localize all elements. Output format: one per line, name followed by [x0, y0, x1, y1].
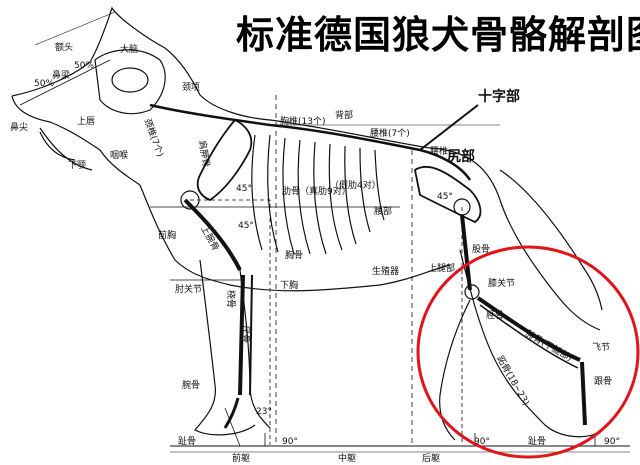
highlight-circle	[416, 245, 640, 459]
label-butt: 尻部	[447, 149, 475, 165]
label-front-body: 前躯	[232, 454, 251, 464]
label-angle-45a: 45°	[236, 184, 252, 194]
label-angle-23: 23°	[256, 407, 272, 417]
label-chest-bone: 胸骨	[285, 251, 304, 261]
label-cross: 十字部	[478, 89, 520, 105]
label-neck-top: 颈项	[182, 83, 201, 93]
label-forehead-pct: 50%	[34, 79, 55, 89]
label-elbow: 肘关节	[175, 285, 203, 295]
label-true-rib: 肋骨（真肋9对）	[282, 187, 351, 197]
label-lower-chest: 下胸	[280, 281, 299, 291]
label-lower-jaw: 下颚	[68, 161, 87, 171]
label-angle-90a: 90°	[282, 437, 298, 447]
label-nose-tip: 鼻尖	[10, 123, 29, 133]
diagram-title: 标准德国狼犬骨骼解剖图	[236, 12, 640, 57]
label-forehead: 额头	[55, 43, 74, 53]
label-femur: 股骨	[472, 245, 491, 255]
label-hind-body: 后躯	[422, 454, 441, 464]
label-tibia: 胫骨	[486, 311, 505, 321]
label-ulna: 尺骨	[239, 325, 249, 344]
label-chest-front: 前胸	[158, 231, 177, 241]
label-radius: 桡骨	[225, 290, 235, 309]
label-hind-toe: 趾骨	[528, 437, 547, 447]
label-navel: 生殖器	[372, 267, 400, 277]
label-hock-joint: 飞节	[592, 343, 611, 353]
label-flank: 腰部	[374, 207, 393, 217]
label-thigh: 上腿部	[428, 264, 456, 274]
label-front-toe: 趾骨	[178, 437, 197, 447]
label-lumbar: 腰椎(7个)	[370, 129, 410, 139]
label-throat: 咽喉	[110, 151, 129, 161]
label-nose-pct: 50%	[74, 61, 95, 71]
label-false-rib: （假肋4对）	[330, 181, 381, 191]
label-angle-45c: 45°	[437, 192, 453, 202]
label-angle-90b: 90°	[474, 437, 490, 447]
label-nose-bridge: 鼻梁	[52, 71, 71, 81]
label-loin: 腰椎	[430, 147, 449, 157]
label-heel: 跟骨	[594, 377, 613, 387]
label-brain: 大脑	[120, 45, 139, 55]
label-mid-body: 中躯	[338, 454, 357, 464]
label-thoracic: 胸椎(13个)	[280, 117, 326, 127]
label-knee-joint: 膝关节	[488, 279, 516, 289]
label-upper-lip: 上唇	[77, 117, 96, 127]
label-angle-90c: 90°	[604, 437, 620, 447]
label-back: 背部	[335, 111, 354, 121]
label-angle-45b: 45°	[238, 221, 254, 231]
label-carpal: 腕骨	[182, 381, 201, 391]
